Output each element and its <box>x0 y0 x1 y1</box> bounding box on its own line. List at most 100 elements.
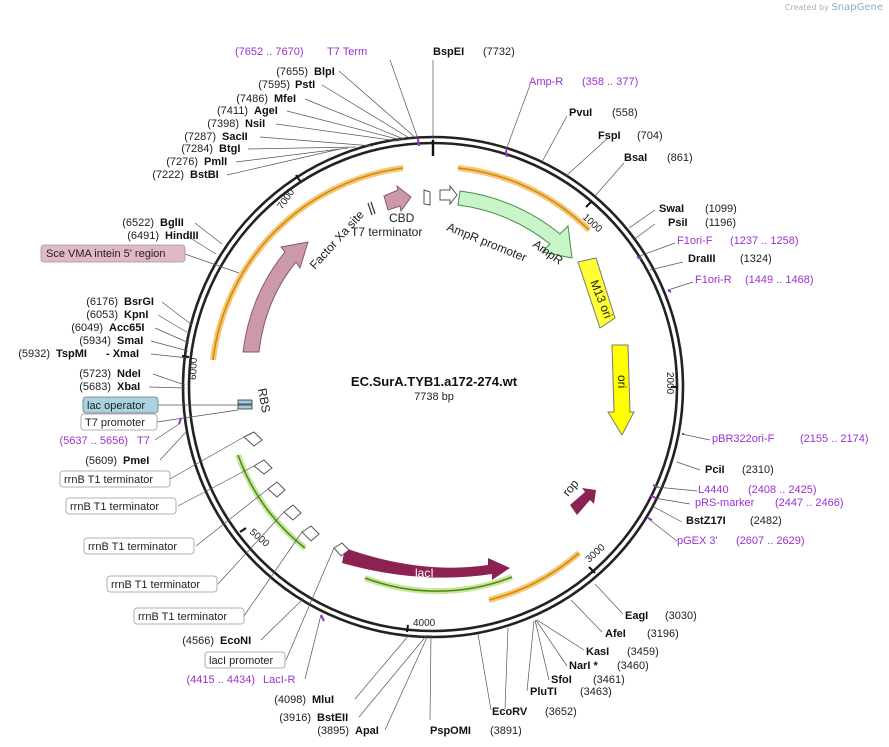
enzyme-bsteii: BstEII <box>317 712 348 724</box>
left-labels: (7655) BlpI (7595) PstI (7486) MfeI (741… <box>18 66 379 737</box>
right-labels: (7652 .. 7670) T7 Term BspEI (7732) Amp-… <box>235 46 869 737</box>
enzyme-nsii: NsiI <box>245 118 265 130</box>
tick-6000: 6000 <box>188 357 200 380</box>
feature-t7-promoter: T7 promoter <box>85 417 145 429</box>
map-label: (6491) <box>127 230 159 242</box>
primer-amp-r-range: (358 .. 377) <box>582 76 638 88</box>
ampr-arrow <box>457 190 573 259</box>
map-label: (3916) <box>279 712 311 724</box>
enzyme-nari: NarI * <box>569 660 598 672</box>
primer-laci-r-name: LacI-R <box>263 674 295 686</box>
enzyme-bsrgi: BsrGI <box>124 296 154 308</box>
map-label: (1324) <box>740 253 772 265</box>
factor-xa-label: Factor Xa site <box>307 207 367 272</box>
enzyme-pspomi: PspOMI <box>430 725 471 737</box>
enzyme-pmei: PmeI <box>123 455 149 467</box>
enzyme-ndei: NdeI <box>117 368 141 380</box>
enzyme-fspi: FspI <box>598 130 621 142</box>
primer-f1ori-f-name: F1ori-F <box>677 235 713 247</box>
map-label: (7287) <box>184 131 216 143</box>
enzyme-kasi: KasI <box>586 646 609 658</box>
enzyme-bglii: BglII <box>160 217 184 229</box>
enzyme-bsai: BsaI <box>624 152 647 164</box>
map-label: (6522) <box>122 217 154 229</box>
leader-lines <box>148 59 711 731</box>
ampr-promoter-label: AmpR promoter <box>445 220 529 265</box>
enzyme-apai: ApaI <box>355 725 379 737</box>
enzyme-psii: PsiI <box>668 217 688 229</box>
enzyme-eagi: EagI <box>625 610 648 622</box>
map-label: (5934) <box>79 335 111 347</box>
plasmid-length: 7738 bp <box>414 391 454 403</box>
map-label: (3196) <box>647 628 679 640</box>
primer-t7-term-range: (7652 .. 7670) <box>235 46 304 58</box>
enzyme-psti: PstI <box>295 79 315 91</box>
primer-t7-range: (5637 .. 5656) <box>60 435 129 447</box>
map-label: (704) <box>637 130 663 142</box>
enzyme-sacii: SacII <box>222 131 248 143</box>
primer-l4440-name: L4440 <box>698 484 729 496</box>
primer-t7-name: T7 <box>137 435 150 447</box>
primer-pbr322ori-f-range: (2155 .. 2174) <box>800 433 869 445</box>
tick-2000: 2000 <box>664 372 675 395</box>
enzyme-btgi: BtgI <box>219 143 240 155</box>
primer-prs-marker-name: pRS-marker <box>695 497 755 509</box>
map-label: (7276) <box>166 156 198 168</box>
map-label: (3459) <box>627 646 659 658</box>
enzyme-hindiii: HindIII <box>165 230 199 242</box>
map-label: (6176) <box>86 296 118 308</box>
primer-prs-marker-range: (2447 .. 2466) <box>775 497 844 509</box>
feature-lac-operator: lac operator <box>87 400 145 412</box>
map-label: (3461) <box>593 674 625 686</box>
t7-terminator-label: T7 terminator <box>351 225 422 239</box>
enzyme-pvui: PvuI <box>569 107 592 119</box>
primer-f1ori-r-name: F1ori-R <box>695 274 732 286</box>
enzyme-mlui: MluI <box>312 694 334 706</box>
map-label: (1099) <box>705 203 737 215</box>
map-label: (3895) <box>317 725 349 737</box>
enzyme-tspmi: TspMI <box>56 348 87 360</box>
enzyme-xbai: XbaI <box>117 381 140 393</box>
feature-laci-promoter: lacI promoter <box>209 655 274 667</box>
feature-rrnb-t1-terminator-4: rrnB T1 terminator <box>111 579 200 591</box>
laci-arrow <box>342 548 510 580</box>
plasmid-name: EC.SurA.TYB1.a172-274.wt <box>351 374 518 389</box>
laci-label: lacI <box>415 566 434 580</box>
enzyme-pluti: PluTI <box>530 686 557 698</box>
primer-f1ori-r-range: (1449 .. 1468) <box>745 274 814 286</box>
primer-pgex3-range: (2607 .. 2629) <box>736 535 805 547</box>
enzyme-sfoi: SfoI <box>551 674 572 686</box>
cbd-arrow <box>383 184 412 213</box>
map-label: (5609) <box>85 455 117 467</box>
enzyme-ecorv: EcoRV <box>492 706 528 718</box>
primer-l4440-range: (2408 .. 2425) <box>748 484 817 496</box>
primer-pgex3-name: pGEX 3' <box>677 535 718 547</box>
intein-arrow <box>242 241 309 353</box>
enzyme-econi: EcoNI <box>220 635 251 647</box>
feature-rrnb-t1-terminator-1: rrnB T1 terminator <box>64 474 153 486</box>
primer-f1ori-f-range: (1237 .. 1258) <box>730 235 799 247</box>
map-label: (7398) <box>207 118 239 130</box>
map-label: (3030) <box>665 610 697 622</box>
feature-sce-vma-intein: Sce VMA intein 5' region <box>46 248 166 260</box>
scale-ticks: 1000 2000 3000 4000 5000 6000 7000 <box>181 174 678 633</box>
primer-amp-r-name: Amp-R <box>529 76 563 88</box>
map-label: (2482) <box>750 515 782 527</box>
map-label: (861) <box>667 152 693 164</box>
ori-arrow <box>607 344 635 437</box>
rop-arrow <box>570 488 596 515</box>
enzyme-swai: SwaI <box>659 203 684 215</box>
map-label: (1196) <box>705 217 736 229</box>
map-label: (6049) <box>71 322 103 334</box>
cbd-label: CBD <box>389 211 415 225</box>
enzyme-afei: AfeI <box>605 628 626 640</box>
rop-label: rop <box>560 476 582 499</box>
map-label: (7284) <box>181 143 213 155</box>
map-label: (3891) <box>490 725 522 737</box>
boxed-feature-labels: Sce VMA intein 5' region lac operator T7… <box>40 244 286 669</box>
map-label: (7222) <box>152 169 184 181</box>
primer-t7-term-name: T7 Term <box>327 46 367 58</box>
map-label: (5932) <box>18 348 50 360</box>
snapgene-brand: Created by SnapGene <box>784 2 883 13</box>
feature-rrnb-t1-terminator-3: rrnB T1 terminator <box>88 541 177 553</box>
